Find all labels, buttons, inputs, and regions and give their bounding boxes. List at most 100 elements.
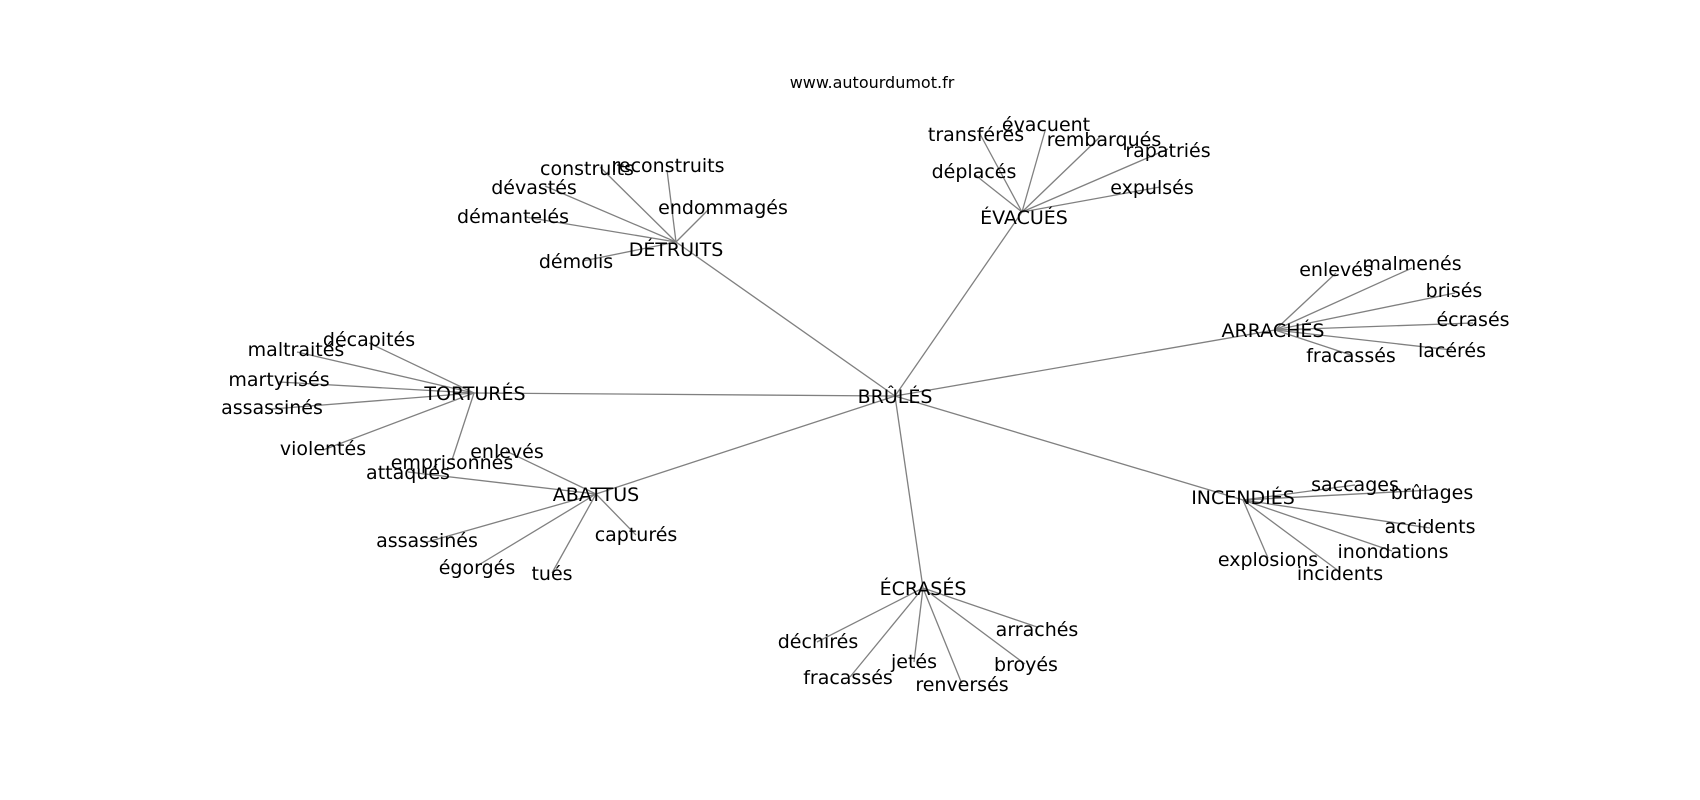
leaf-word: fracassés	[803, 667, 893, 689]
edge-center-to-hub	[894, 211, 1023, 397]
edge-hub-to-leaf	[849, 587, 924, 678]
leaf-word: décapités	[323, 329, 415, 351]
leaf-word: démolis	[539, 251, 613, 273]
edge-hub-to-leaf	[1242, 499, 1431, 529]
leaf-word: fracassés	[1306, 345, 1396, 367]
leaf-word: lacérés	[1418, 340, 1486, 362]
edge-center-to-hub	[473, 392, 896, 397]
leaf-word: jetés	[890, 651, 937, 673]
edge-hub-to-leaf	[1274, 329, 1453, 351]
edge-hub-to-leaf	[973, 173, 1023, 213]
edge-hub-to-leaf	[1242, 499, 1269, 559]
edge-hub-to-leaf	[296, 351, 475, 394]
edge-hub-to-leaf	[666, 169, 677, 243]
leaf-word: inondations	[1338, 541, 1449, 563]
leaf-word: attaqués	[366, 462, 450, 484]
leaf-word: accidents	[1385, 516, 1476, 538]
edge-hub-to-leaf	[407, 471, 597, 495]
leaf-word: malmenés	[1362, 253, 1461, 275]
leaf-word: transférés	[928, 124, 1024, 146]
leaf-word: égorgés	[439, 557, 516, 579]
source-label: www.autourdumot.fr	[790, 73, 955, 92]
edge-hub-to-leaf	[1242, 484, 1356, 501]
edge-hub-to-leaf	[1274, 267, 1413, 331]
leaf-word: rapatriés	[1125, 140, 1210, 162]
leaf-word: explosions	[1218, 549, 1318, 571]
edge-hub-to-leaf	[979, 133, 1023, 213]
center-word: BRÛLÉS	[858, 384, 933, 408]
leaf-word: déchirés	[778, 631, 859, 653]
leaf-word: maltraités	[248, 339, 345, 361]
edge-hub-to-leaf	[451, 392, 475, 461]
edge-hub-to-leaf	[582, 241, 677, 262]
edge-center-to-hub	[894, 329, 1276, 397]
edge-center-to-hub	[894, 395, 924, 589]
edge-hub-to-leaf	[322, 392, 475, 451]
edge-hub-to-leaf	[922, 587, 1026, 665]
leaf-word: emprisonnés	[391, 452, 514, 474]
edge-hub-to-leaf	[426, 493, 597, 543]
hub-word: ÉVACUÉS	[980, 206, 1068, 229]
leaf-word: brisés	[1426, 280, 1483, 302]
edge-hub-to-leaf	[595, 493, 637, 536]
edge-hub-to-leaf	[505, 450, 597, 495]
leaf-word: enlevés	[470, 441, 544, 463]
edge-hub-to-leaf	[476, 493, 597, 567]
edge-hub-to-leaf	[1274, 329, 1352, 356]
leaf-word: endommagés	[658, 197, 788, 219]
edge-hub-to-leaf	[278, 381, 475, 394]
leaf-word: expulsés	[1110, 177, 1193, 199]
edge-hub-to-leaf	[922, 587, 963, 685]
edge-hub-to-leaf	[1021, 130, 1046, 213]
leaf-word: brûlages	[1391, 482, 1474, 504]
leaf-word: enlevés	[1299, 259, 1373, 281]
edge-hub-to-leaf	[816, 587, 924, 643]
edge-hub-to-leaf	[1274, 322, 1474, 331]
edge-hub-to-leaf	[271, 392, 475, 410]
leaf-word: assassinés	[221, 397, 323, 419]
edge-hub-to-leaf	[368, 342, 475, 394]
leaf-word: saccages	[1311, 474, 1399, 496]
edges-layer	[271, 130, 1474, 685]
leaf-word: arrachés	[996, 619, 1079, 641]
edge-hub-to-leaf	[675, 208, 710, 243]
leaf-word: tués	[531, 563, 572, 585]
leaf-word: dévastés	[491, 177, 577, 199]
edge-hub-to-leaf	[1242, 489, 1433, 501]
hub-word: TORTURÉS	[423, 382, 525, 405]
leaf-word: démantelés	[457, 206, 569, 228]
hub-word: ÉCRASÉS	[880, 577, 967, 600]
hub-word: ABATTUS	[553, 484, 639, 506]
leaf-word: renversés	[915, 674, 1008, 696]
edge-center-to-hub	[595, 395, 896, 495]
leaf-word: violentés	[280, 438, 366, 460]
edge-hub-to-leaf	[544, 185, 677, 243]
leaf-word: capturés	[595, 524, 678, 546]
leaf-word: construits	[540, 158, 634, 180]
leaf-word: reconstruits	[611, 155, 724, 177]
edge-hub-to-leaf	[922, 587, 1038, 628]
edge-hub-to-leaf	[913, 587, 924, 663]
edge-hub-to-leaf	[1021, 186, 1161, 213]
leaf-word: martyrisés	[228, 369, 329, 391]
edge-center-to-hub	[675, 241, 896, 397]
leaf-word: évacuent	[1002, 114, 1090, 136]
edge-hub-to-leaf	[551, 493, 597, 574]
edge-hub-to-leaf	[1242, 499, 1393, 552]
hub-word: DÉTRUITS	[629, 238, 724, 261]
leaf-word: broyés	[994, 654, 1058, 676]
leaf-word: déplacés	[932, 161, 1017, 183]
leaf-word: assassinés	[376, 530, 478, 552]
leaf-word: rembarqués	[1047, 129, 1161, 151]
edge-hub-to-leaf	[524, 216, 677, 243]
edge-hub-to-leaf	[1021, 136, 1101, 213]
edge-hub-to-leaf	[1242, 499, 1341, 573]
leaf-word: écrasés	[1436, 309, 1509, 331]
leaf-word: incidents	[1297, 563, 1383, 585]
edge-center-to-hub	[894, 395, 1244, 501]
hub-word: INCENDIÉS	[1191, 486, 1295, 509]
edge-hub-to-leaf	[599, 166, 677, 243]
edge-hub-to-leaf	[1274, 272, 1337, 331]
